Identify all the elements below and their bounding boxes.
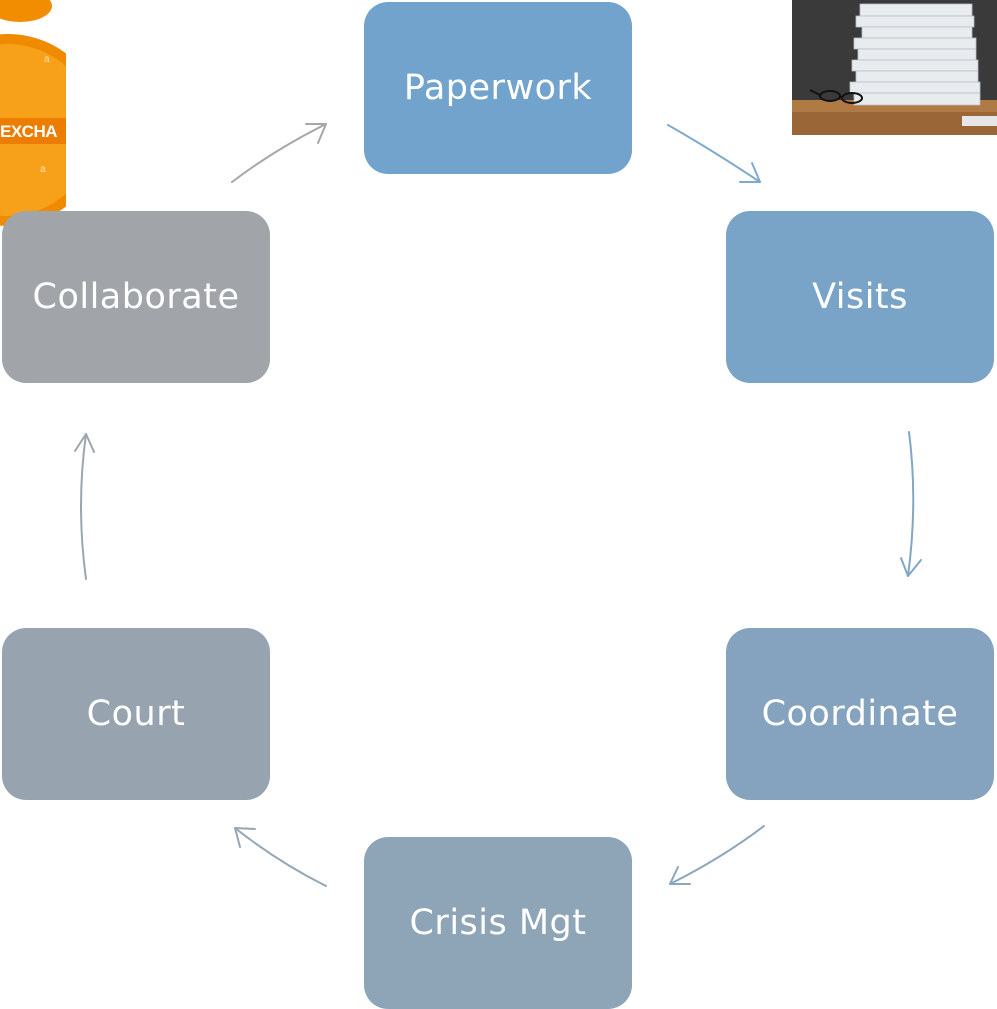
node-court: Court [2,628,270,800]
node-visits: Visits [726,211,994,383]
svg-text:a: a [44,54,50,65]
node-crisis-mgt-label: Crisis Mgt [409,903,587,943]
node-visits-label: Visits [812,277,908,317]
node-paperwork: Paperwork [364,2,632,174]
arrow-crisis-to-court [234,827,327,887]
exchange-graphic-image: a a EXCHA [0,0,66,238]
arrow-coordinate-to-crisis [669,825,765,885]
node-coordinate-label: Coordinate [761,694,959,734]
exchange-graphic-text: EXCHA [0,122,58,141]
arrow-paperwork-to-visits [667,124,761,183]
arrow-court-to-collaborate [74,433,95,580]
node-collaborate: Collaborate [2,211,270,383]
paper-stack-photo [792,0,997,135]
node-crisis-mgt: Crisis Mgt [364,837,632,1009]
node-court-label: Court [86,694,186,734]
arrow-collaborate-to-paperwork [231,123,327,183]
svg-text:a: a [40,164,46,175]
arrow-visits-to-coordinate [900,431,922,577]
node-collaborate-label: Collaborate [32,277,240,317]
node-paperwork-label: Paperwork [403,68,593,108]
node-coordinate: Coordinate [726,628,994,800]
exchange-badge-icon: a a [0,0,66,226]
